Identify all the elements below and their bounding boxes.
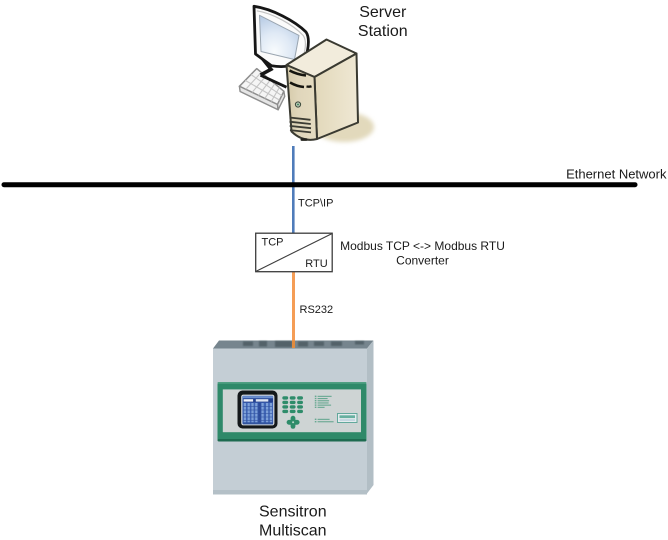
svg-text:RTU: RTU [305, 258, 327, 270]
svg-text:Converter: Converter [396, 254, 449, 268]
svg-text:RS232: RS232 [300, 304, 334, 316]
svg-text:Sensitron: Sensitron [259, 504, 327, 521]
svg-text:TCP\IP: TCP\IP [298, 198, 333, 210]
svg-text:Ethernet Network: Ethernet Network [566, 167, 667, 182]
svg-text:Station: Station [358, 23, 408, 40]
svg-text:Server: Server [359, 4, 407, 21]
svg-text:Multiscan: Multiscan [259, 523, 327, 540]
svg-text:Modbus TCP <-> Modbus RTU: Modbus TCP <-> Modbus RTU [340, 239, 505, 253]
svg-text:TCP: TCP [262, 237, 284, 249]
